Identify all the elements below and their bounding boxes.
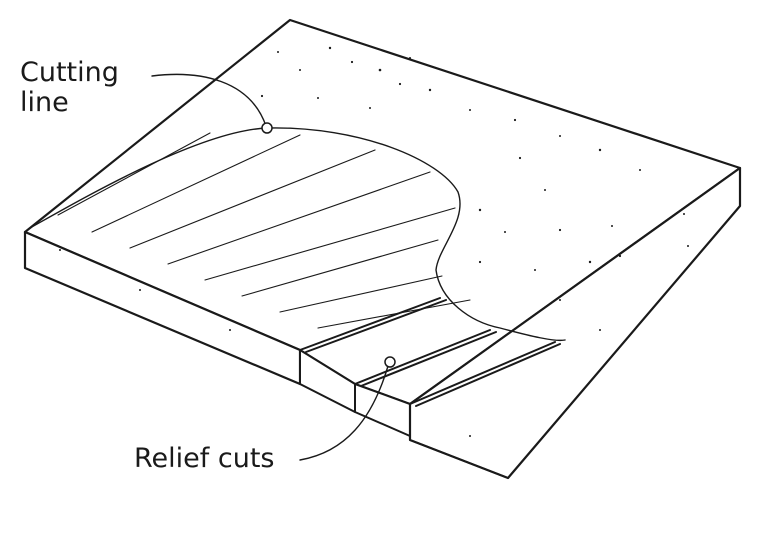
cutting-line-label-line2: line: [20, 87, 69, 118]
board-top-face: [23, 18, 742, 406]
relief-cuts-leader: [299, 365, 389, 461]
cutting-line-leader: [151, 73, 267, 127]
cutting-line-label: Cutting line: [20, 58, 119, 118]
board-right-face: [408, 166, 742, 480]
cutting-line: [29, 127, 566, 342]
surface-speckles: [59, 46, 689, 437]
waste-hatching: [57, 132, 471, 329]
relief-cuts-label: Relief cuts: [134, 443, 275, 474]
cutting-line-label-line1: Cutting: [20, 57, 119, 88]
relief-cuts-marker: [384, 356, 396, 368]
relief-cut-grooves: [299, 297, 561, 407]
cutting-line-marker: [261, 122, 273, 134]
